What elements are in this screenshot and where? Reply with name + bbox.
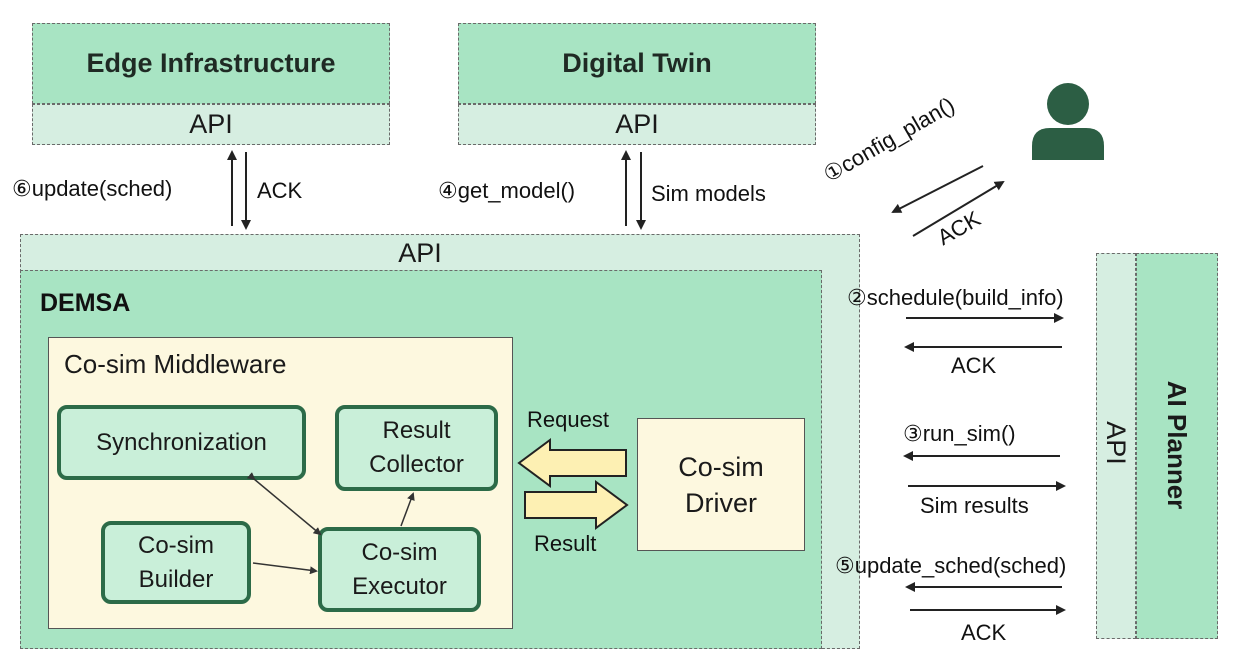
cosim-executor-line-1: Co-sim	[361, 538, 438, 566]
update-ack-label: ACK	[961, 620, 1007, 645]
edge-infrastructure-box: Edge Infrastructure	[32, 23, 390, 104]
demsa-api-label: API	[398, 237, 442, 268]
planner-api-bar	[1096, 253, 1136, 639]
cosim-builder-line-1: Co-sim	[138, 531, 214, 559]
cosim-driver-line-2: Driver	[685, 487, 757, 518]
edge-api-label: API	[189, 109, 233, 139]
sim-results-label: Sim results	[920, 493, 1029, 518]
schedule-ack-label: ACK	[951, 353, 997, 378]
cosim-middleware-title: Co-sim Middleware	[64, 349, 287, 379]
digital-twin-box: Digital Twin	[458, 23, 816, 104]
edge-infrastructure-title: Edge Infrastructure	[86, 48, 336, 78]
planner-api-label: API	[1101, 421, 1132, 465]
config-plan-arrow	[891, 165, 984, 213]
synchronization-component: Synchronization	[57, 405, 306, 480]
edge-update-label: ⑥update(sched)	[12, 176, 173, 201]
cosim-builder-component: Co-sim Builder	[101, 521, 251, 604]
update-sched-label: ⑤update_sched(sched)	[835, 553, 1067, 578]
cosim-executor-component: Co-sim Executor	[318, 527, 481, 612]
edge-api-bar: API	[32, 104, 390, 145]
cosim-driver-box: Co-sim Driver	[637, 418, 805, 551]
ai-planner-box	[1136, 253, 1218, 639]
result-collector-line-2: Collector	[369, 451, 464, 478]
cosim-builder-line-2: Builder	[138, 565, 214, 593]
twin-sim-models-label: Sim models	[651, 181, 766, 206]
edge-ack-label: ACK	[257, 178, 303, 203]
schedule-label: ②schedule(build_info)	[847, 285, 1064, 310]
demsa-title: DEMSA	[40, 289, 131, 317]
request-label: Request	[527, 407, 609, 432]
cosim-executor-line-2: Executor	[352, 572, 447, 600]
twin-get-model-label: ④get_model()	[438, 178, 576, 203]
synchronization-label: Synchronization	[96, 428, 267, 456]
twin-api-bar: API	[458, 104, 816, 145]
result-label: Result	[534, 531, 597, 556]
twin-api-label: API	[615, 109, 659, 139]
ai-planner-title: AI Planner	[1162, 380, 1193, 510]
result-collector-component: Result Collector	[335, 405, 498, 491]
digital-twin-title: Digital Twin	[562, 48, 712, 78]
result-collector-line-1: Result	[382, 417, 451, 444]
config-ack-label: ACK	[933, 205, 985, 251]
run-sim-label: ③run_sim()	[903, 421, 1016, 446]
config-plan-label: ①config_plan()	[819, 92, 959, 188]
cosim-driver-line-1: Co-sim	[678, 451, 764, 482]
